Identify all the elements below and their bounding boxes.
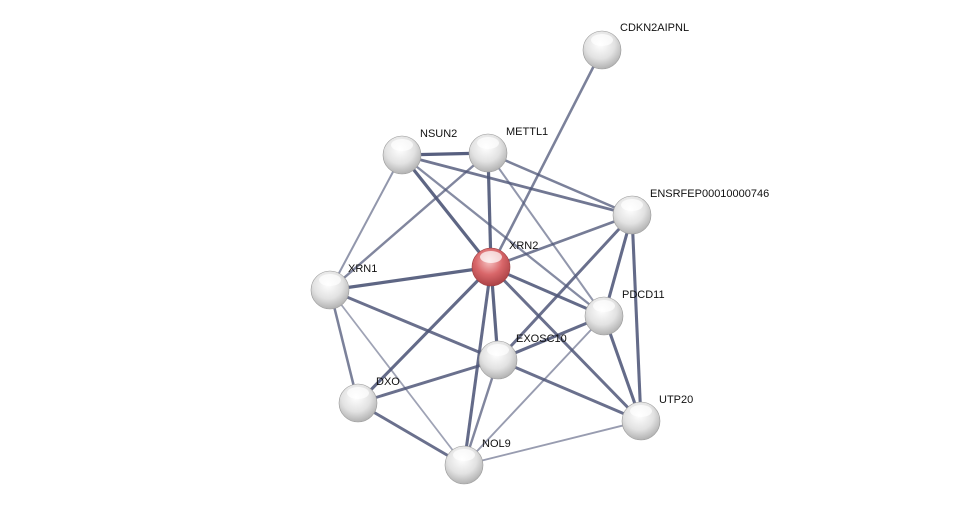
node-label: NOL9 (482, 438, 511, 450)
node-highlight (487, 344, 509, 356)
edge-xrn2-xrn1[interactable] (329, 265, 492, 292)
edge-xrn2-dxo[interactable] (356, 265, 493, 405)
edge-nsun2-pdcd11[interactable] (401, 154, 605, 317)
node-highlight (621, 199, 643, 211)
node-highlight (347, 387, 369, 399)
edge-exosc10-dxo[interactable] (357, 358, 499, 405)
edge-xrn1-exosc10[interactable] (329, 288, 499, 362)
edge-xrn2-utp20[interactable] (489, 265, 643, 423)
edge-pdcd11-nol9[interactable] (463, 315, 605, 466)
edge-nsun2-ensrfep00010000746[interactable] (401, 153, 633, 217)
node-dxo[interactable]: DXO (338, 376, 400, 423)
edge-mettl1-ensrfep00010000746[interactable] (487, 151, 633, 217)
node-label: UTP20 (659, 394, 693, 406)
node-highlight (630, 405, 652, 417)
node-label: PDCD11 (622, 289, 665, 301)
node-label: CDKN2AIPNL (620, 22, 689, 34)
edge-nsun2-xrn1[interactable] (329, 154, 403, 291)
node-highlight (593, 300, 615, 312)
node-label: XRN1 (348, 263, 377, 275)
edge-nsun2-xrn2[interactable] (400, 154, 493, 268)
edge-nol9-utp20[interactable] (463, 420, 642, 466)
edge-xrn2-pdcd11[interactable] (490, 265, 605, 318)
edge-ensrfep00010000746-utp20[interactable] (630, 214, 643, 422)
edge-mettl1-xrn1[interactable] (329, 152, 489, 291)
node-nol9[interactable]: NOL9 (444, 438, 511, 485)
node-highlight (319, 274, 341, 286)
node-highlight (591, 34, 613, 46)
edge-cdkn2aipnl-xrn2[interactable] (489, 49, 604, 268)
node-ensrfep00010000746[interactable]: ENSRFEP00010000746 (612, 188, 769, 235)
node-label: METTL1 (506, 126, 548, 138)
node-pdcd11[interactable]: PDCD11 (584, 289, 665, 336)
node-xrn1[interactable]: XRN1 (310, 263, 377, 310)
node-label: DXO (376, 376, 400, 388)
edge-dxo-nol9[interactable] (357, 401, 465, 467)
node-label: XRN2 (509, 240, 538, 252)
node-highlight (477, 137, 499, 149)
node-utp20[interactable]: UTP20 (621, 394, 693, 441)
node-highlight (453, 449, 475, 461)
node-label: NSUN2 (420, 128, 457, 140)
edge-xrn1-nol9[interactable] (329, 289, 465, 466)
node-cdkn2aipnl[interactable]: CDKN2AIPNL (582, 22, 689, 70)
node-exosc10[interactable]: EXOSC10 (478, 333, 567, 380)
node-xrn2[interactable]: XRN2 (471, 240, 538, 287)
node-highlight (391, 139, 413, 151)
node-nsun2[interactable]: NSUN2 (382, 128, 457, 175)
node-highlight (480, 251, 502, 263)
edge-mettl1-pdcd11[interactable] (487, 152, 605, 317)
edge-exosc10-utp20[interactable] (497, 358, 642, 423)
edge-ensrfep00010000746-exosc10[interactable] (496, 213, 634, 362)
node-label: ENSRFEP00010000746 (650, 188, 769, 200)
edge-xrn1-dxo[interactable] (328, 289, 360, 404)
node-mettl1[interactable]: METTL1 (468, 126, 548, 173)
edge-xrn2-ensrfep00010000746[interactable] (490, 213, 633, 269)
node-label: EXOSC10 (516, 333, 567, 345)
